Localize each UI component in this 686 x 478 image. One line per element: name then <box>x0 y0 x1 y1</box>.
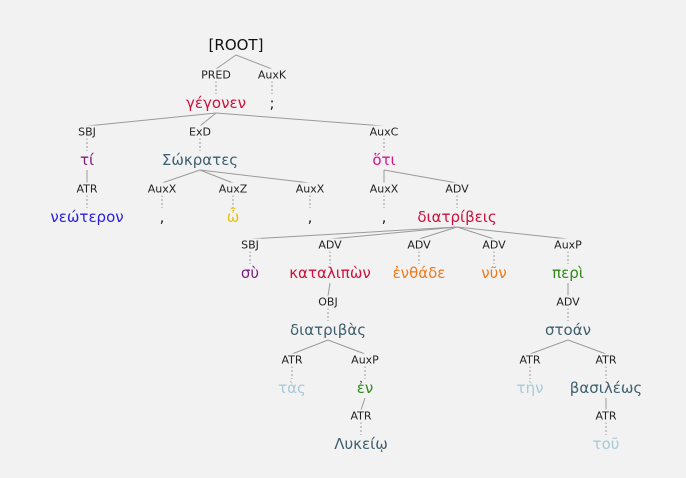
relation-label: ATR <box>593 409 619 423</box>
edge-n15 <box>456 226 495 240</box>
relation-label: AuxX <box>367 182 401 196</box>
relation-label: AuxZ <box>216 182 250 196</box>
edge-n9 <box>199 169 311 184</box>
word-node[interactable]: νεώτερον <box>50 208 124 226</box>
word-node[interactable]: στοάν <box>545 321 591 339</box>
edge-n4 <box>199 112 217 127</box>
edge-n12 <box>249 226 458 240</box>
relation-label: SBJ <box>239 238 261 252</box>
word-node[interactable]: τὴν <box>516 379 544 397</box>
word-node[interactable]: τί <box>79 151 95 169</box>
relation-label: PRED <box>199 68 233 82</box>
word-node[interactable]: , <box>307 208 313 226</box>
relation-label: SBJ <box>76 125 98 139</box>
relation-label: ATR <box>593 353 619 367</box>
word-node[interactable]: νῦν <box>481 264 507 282</box>
edge-n14 <box>418 226 458 240</box>
word-node[interactable]: καταλιπὼν <box>289 264 371 282</box>
word-node[interactable]: ἐνθάδε <box>392 264 446 282</box>
edge-n8 <box>199 169 234 184</box>
edge-n16 <box>456 226 569 240</box>
word-node[interactable]: τὰς <box>278 379 306 397</box>
word-node[interactable]: ; <box>269 94 275 112</box>
edge-n11 <box>383 169 458 184</box>
word-node[interactable]: ἐν <box>356 379 374 397</box>
edge-n1 <box>215 54 237 70</box>
relation-label: AuxX <box>145 182 179 196</box>
word-node[interactable]: , <box>159 208 165 226</box>
edge-n7 <box>161 169 201 184</box>
relation-label: ADV <box>554 295 582 309</box>
edge-n5 <box>215 112 385 127</box>
edge-n19 <box>291 339 329 355</box>
word-node[interactable]: διατρίβεις <box>417 208 497 226</box>
edge-n22 <box>567 339 607 355</box>
word-node[interactable]: γέγονεν <box>186 94 246 112</box>
edge-n20 <box>327 339 366 355</box>
relation-label: ATR <box>74 182 100 196</box>
word-node[interactable]: ὦ <box>226 208 240 226</box>
edge-n2 <box>235 54 273 70</box>
relation-label: ADV <box>480 238 508 252</box>
root-node[interactable]: [ROOT] <box>208 36 264 54</box>
relation-label: AuxC <box>367 125 401 139</box>
word-node[interactable]: περὶ <box>552 264 584 282</box>
relation-label: ADV <box>443 182 471 196</box>
relation-label: ATR <box>517 353 543 367</box>
word-node[interactable]: Σώκρατες <box>161 151 239 169</box>
edge-n21 <box>529 339 569 355</box>
relation-label: ADV <box>405 238 433 252</box>
relation-label: AuxP <box>552 238 584 252</box>
relation-label: ATR <box>279 353 305 367</box>
edge-n3 <box>86 112 217 127</box>
word-node[interactable]: σὺ <box>240 264 260 282</box>
relation-label: AuxK <box>255 68 289 82</box>
edge-n17 <box>327 282 331 297</box>
relation-label: ExD <box>187 125 213 139</box>
word-node[interactable]: βασιλέως <box>569 379 643 397</box>
edge-n23 <box>360 397 366 411</box>
word-node[interactable]: , <box>381 208 387 226</box>
relation-label: AuxP <box>349 353 381 367</box>
word-node[interactable]: Λυκείῳ <box>334 435 388 453</box>
word-node[interactable]: ὅτι <box>372 151 396 169</box>
relation-label: ATR <box>348 409 374 423</box>
relation-label: ADV <box>316 238 344 252</box>
word-node[interactable]: τοῦ <box>592 435 620 453</box>
relation-label: AuxX <box>293 182 327 196</box>
edge-n13 <box>329 226 458 240</box>
word-node[interactable]: διατριβὰς <box>289 321 367 339</box>
relation-label: OBJ <box>316 295 340 309</box>
